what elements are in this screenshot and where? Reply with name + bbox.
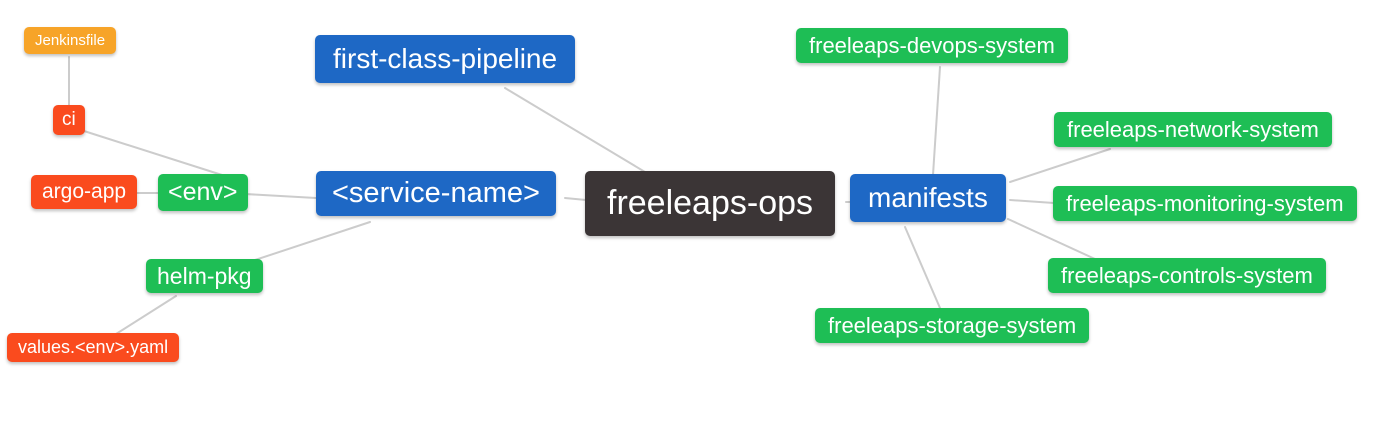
node-freeleaps-network-system[interactable]: freeleaps-network-system <box>1054 112 1332 148</box>
edge-manifests-controls-system <box>1007 218 1096 260</box>
node-label: freeleaps-controls-system <box>1061 263 1313 288</box>
edge-manifests-devops-system <box>932 66 941 176</box>
edge-helm-pkg-service-name <box>251 221 371 262</box>
node-label: freeleaps-devops-system <box>809 33 1055 58</box>
edge-values-helm-pkg <box>115 295 177 335</box>
node-freeleaps-ops[interactable]: freeleaps-ops <box>585 171 836 237</box>
node-first-class-pipeline[interactable]: first-class-pipeline <box>315 35 576 84</box>
node-label: argo-app <box>42 180 127 203</box>
edge-fcp-freeleaps-ops <box>504 87 646 173</box>
node-freeleaps-storage-system[interactable]: freeleaps-storage-system <box>815 308 1090 344</box>
node-service-name[interactable]: <service-name> <box>316 171 556 217</box>
edge-manifests-network-system <box>1009 148 1111 183</box>
node-label: first-class-pipeline <box>333 43 558 74</box>
node-freeleaps-devops-system[interactable]: freeleaps-devops-system <box>796 28 1068 64</box>
node-label: ci <box>62 109 76 130</box>
edge-manifests-storage-system <box>904 226 941 309</box>
node-values-env-yaml[interactable]: values.<env>.yaml <box>7 333 180 362</box>
node-label: freeleaps-ops <box>607 184 814 222</box>
node-env[interactable]: <env> <box>158 174 248 211</box>
node-helm-pkg[interactable]: helm-pkg <box>146 259 263 294</box>
node-label: <env> <box>168 178 238 206</box>
node-manifests[interactable]: manifests <box>850 174 1006 223</box>
node-freeleaps-controls-system[interactable]: freeleaps-controls-system <box>1048 258 1326 294</box>
node-label: values.<env>.yaml <box>18 337 169 357</box>
node-label: manifests <box>868 182 988 213</box>
edge-env-service-name <box>244 193 317 199</box>
edge-manifests-monitoring-system <box>1009 199 1055 204</box>
edge-ci-env <box>83 130 223 176</box>
node-label: helm-pkg <box>157 263 252 289</box>
node-label: Jenkinsfile <box>35 32 106 49</box>
edge-service-name-freeleaps-ops <box>564 197 587 201</box>
node-argo-app[interactable]: argo-app <box>31 175 138 210</box>
node-ci[interactable]: ci <box>53 105 85 135</box>
node-label: <service-name> <box>332 177 540 209</box>
node-label: freeleaps-network-system <box>1067 117 1319 142</box>
node-label: freeleaps-storage-system <box>828 313 1077 338</box>
node-label: freeleaps-monitoring-system <box>1066 191 1344 216</box>
node-freeleaps-monitoring-system[interactable]: freeleaps-monitoring-system <box>1053 186 1357 222</box>
node-jenkinsfile[interactable]: Jenkinsfile <box>24 27 117 55</box>
